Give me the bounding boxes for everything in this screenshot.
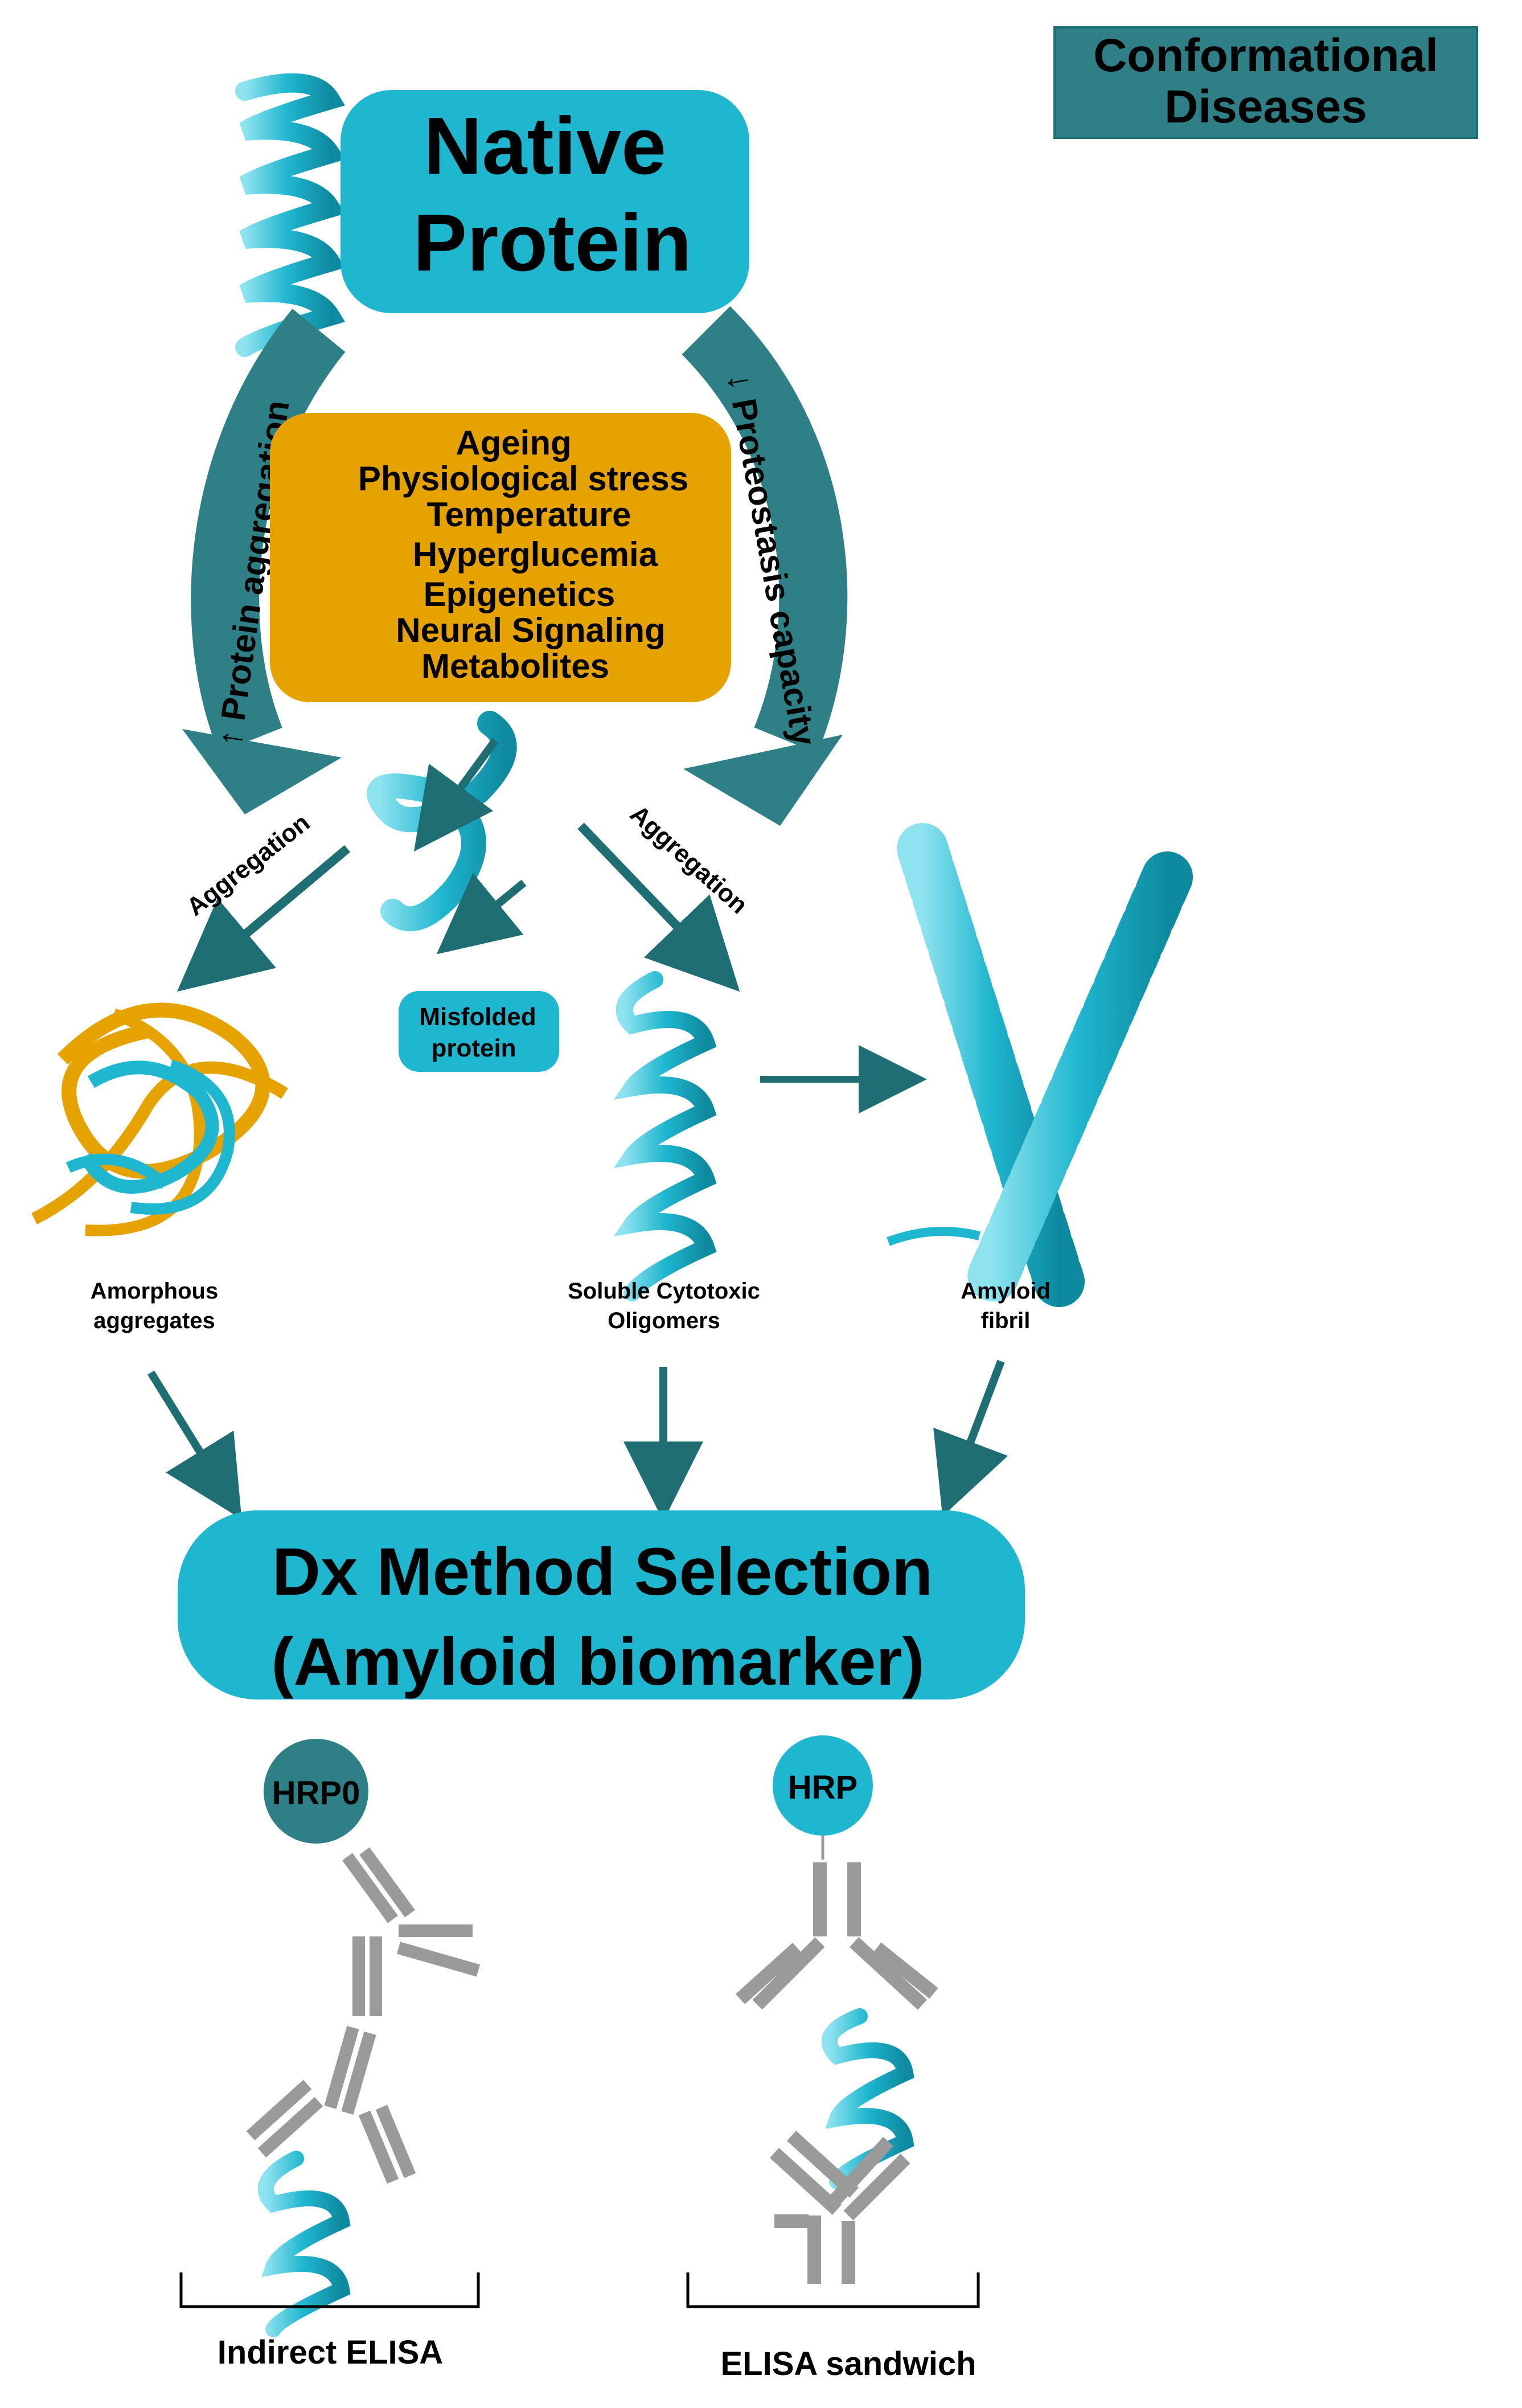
aggregation-left-arrow xyxy=(177,845,351,992)
factor-ageing: Ageing xyxy=(456,424,571,462)
factor-metabolites: Metabolites xyxy=(421,647,609,685)
elisa-sandwich-label: ELISA sandwich xyxy=(720,2345,976,2382)
misfolded-protein-node: Misfolded protein xyxy=(399,991,559,1072)
left-curved-arrow-icon xyxy=(182,309,346,814)
primary-antibody-icon xyxy=(246,2025,416,2184)
dx-line2: (Amyloid biomarker) xyxy=(271,1624,924,1699)
sandwich-plate xyxy=(686,2272,980,2308)
aggregation-right-label: Aggregation xyxy=(625,800,753,919)
fibril-label-line1: Amyloid xyxy=(961,1279,1051,1304)
factor-physiological-stress: Physiological stress xyxy=(358,460,688,498)
oligomer-helix-icon xyxy=(613,971,717,1301)
secondary-antibody-icon xyxy=(342,1847,481,2016)
factor-temperature: Temperature xyxy=(426,495,631,534)
indirect-plate xyxy=(179,2272,480,2308)
factors-box: Ageing Physiological stress Temperature … xyxy=(270,413,731,702)
title-line1: Conformational xyxy=(1093,30,1438,81)
dx-method-node: Dx Method Selection (Amyloid biomarker) xyxy=(178,1510,1025,1699)
native-helix-icon xyxy=(235,73,345,357)
native-protein-node: Native Protein xyxy=(340,90,749,313)
indirect-antigen-helix-icon xyxy=(257,2151,351,2337)
amorphous-label-line1: Amorphous xyxy=(91,1279,218,1304)
detection-antibody-icon xyxy=(735,1862,938,2010)
misfolded-line1: Misfolded xyxy=(419,1003,536,1031)
sandwich-antigen-helix-icon xyxy=(821,2008,914,2189)
oligomers-label-line2: Oligomers xyxy=(608,1308,720,1333)
native-protein-line2: Protein xyxy=(413,198,691,288)
aggregation-left-label: Aggregation xyxy=(182,809,315,922)
factor-epigenetics: Epigenetics xyxy=(424,575,616,613)
fibril-to-dx-arrow xyxy=(933,1359,1008,1517)
indirect-hrp-label: HRP0 xyxy=(272,1775,360,1812)
amorphous-to-dx-arrow xyxy=(147,1370,242,1520)
misfolded-helix-icon xyxy=(367,711,527,955)
fibril-label-line2: fibril xyxy=(981,1308,1031,1333)
factor-neural-signaling: Neural Signaling xyxy=(396,611,665,649)
aggregation-right-arrow xyxy=(577,822,740,992)
factor-hyperglucemia: Hyperglucemia xyxy=(413,535,658,574)
indirect-elisa-label: Indirect ELISA xyxy=(218,2334,443,2371)
amorphous-aggregates-icon xyxy=(31,1002,288,1236)
misfolded-line2: protein xyxy=(431,1034,516,1062)
amorphous-label-line2: aggregates xyxy=(93,1308,215,1333)
title-box: Conformational Diseases xyxy=(1053,26,1478,139)
indirect-elisa-illustration: HRP0 Indirect ELISA xyxy=(179,1739,481,2371)
dx-line1: Dx Method Selection xyxy=(272,1534,933,1610)
right-curved-arrow-icon xyxy=(682,306,848,826)
oligomers-label-line1: Soluble Cytotoxic xyxy=(568,1279,760,1304)
native-protein-line1: Native xyxy=(424,101,666,191)
amyloid-fibril-icon xyxy=(887,823,1193,1307)
elisa-sandwich-illustration: HRP ELISA sandwich xyxy=(686,1735,980,2382)
capture-antibody-icon xyxy=(769,2131,910,2284)
title-line2: Diseases xyxy=(1164,81,1367,133)
sandwich-hrp-label: HRP xyxy=(788,1769,858,1806)
